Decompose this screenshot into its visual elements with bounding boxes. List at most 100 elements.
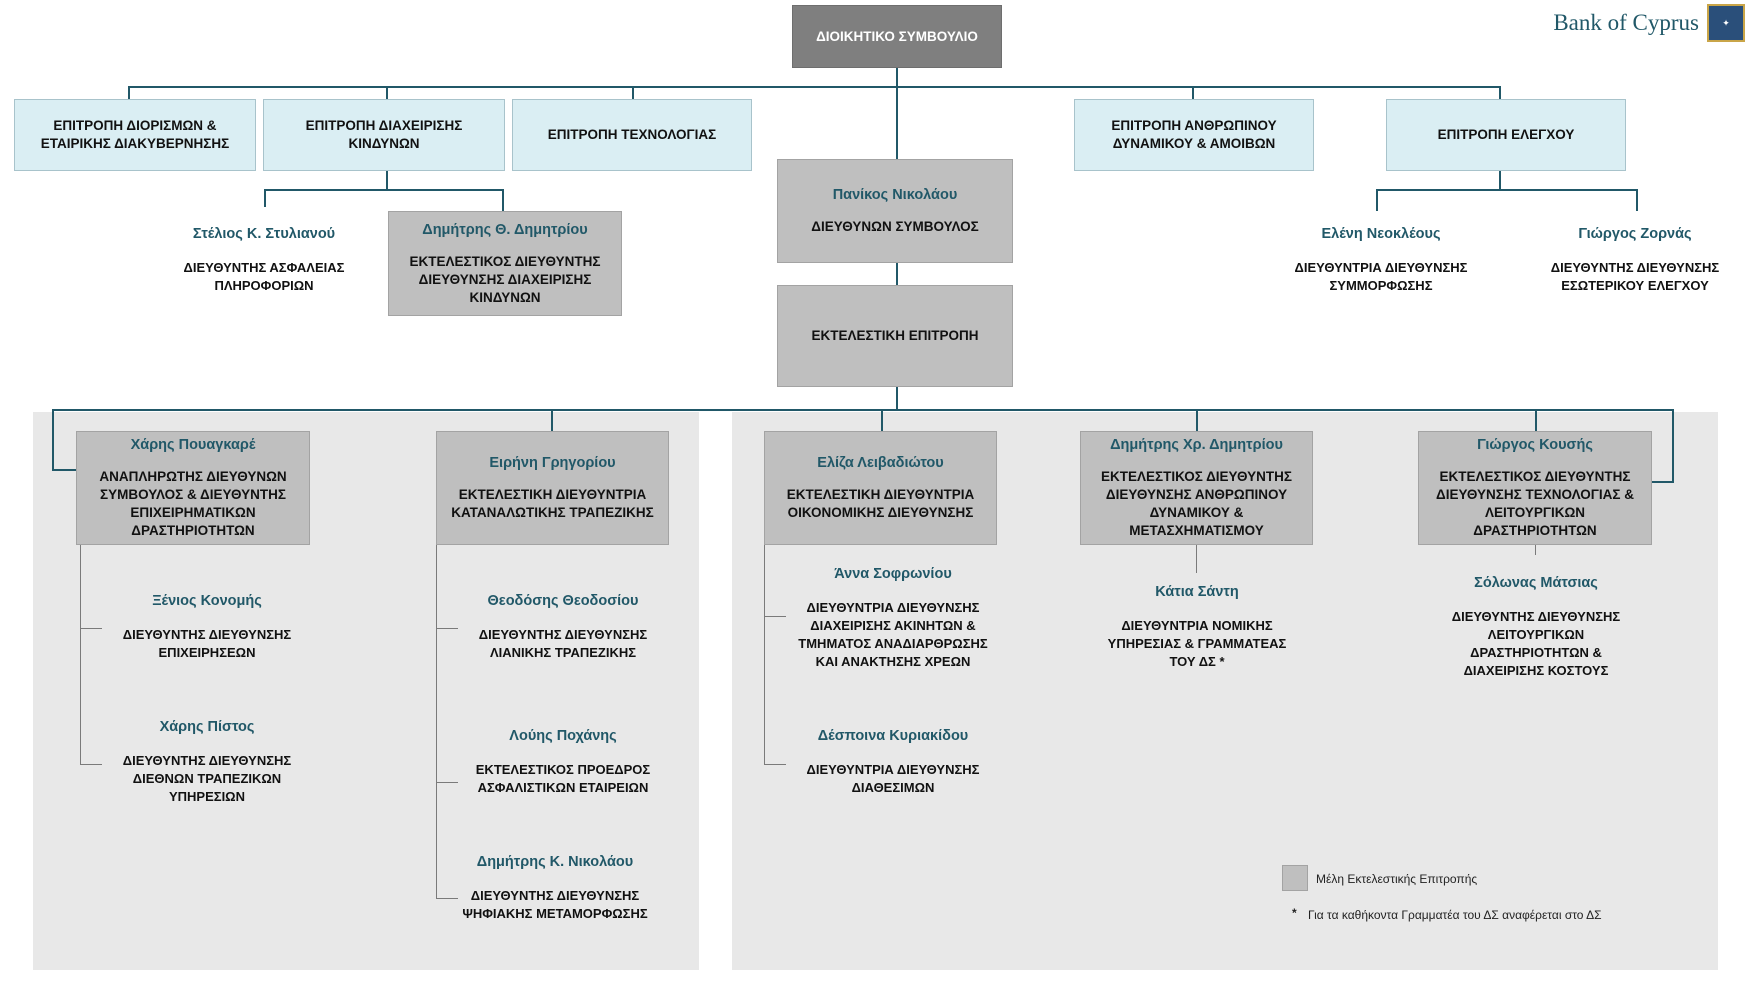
person-neokleous[interactable]: Ελένη Νεοκλέους ΔΙΕΥΘΥΝΤΡΙΑ ΔΙΕΥΘΥΝΣΗΣ Σ… bbox=[1276, 225, 1486, 295]
person-name: Ελένη Νεοκλέους bbox=[1321, 226, 1441, 242]
connector bbox=[264, 189, 266, 207]
person-name: Γιώργος Κουσής bbox=[1477, 437, 1593, 453]
footnote-text: Για τα καθήκοντα Γραμματέα του ΔΣ αναφέρ… bbox=[1308, 908, 1602, 922]
board-box[interactable]: ΔΙΟΙΚΗΤΙΚΟ ΣΥΜΒΟΥΛΙΟ bbox=[792, 5, 1002, 68]
ceo-box[interactable]: Πανίκος Νικολάου ΔΙΕΥΘΥΝΩΝ ΣΥΜΒΟΥΛΟΣ bbox=[777, 159, 1013, 263]
report-line bbox=[764, 764, 786, 765]
connector bbox=[52, 409, 54, 471]
legend-swatch bbox=[1282, 865, 1308, 891]
bank-emblem-icon: ✦ bbox=[1707, 4, 1745, 42]
person-santi[interactable]: Κάτια Σάντη ΔΙΕΥΘΥΝΤΡΙΑ ΝΟΜΙΚΗΣ ΥΠΗΡΕΣΙΑ… bbox=[1094, 583, 1300, 671]
connector bbox=[264, 189, 504, 191]
person-title: ΕΚΤΕΛΕΣΤΙΚΟΣ ΔΙΕΥΘΥΝΤΗΣ ΔΙΕΥΘΥΝΣΗΣ ΤΕΧΝΟ… bbox=[1435, 469, 1635, 538]
person-name: Στέλιος Κ. Στυλιανού bbox=[192, 226, 336, 242]
committee-hr[interactable]: ΕΠΙΤΡΟΠΗ ΑΝΘΡΩΠΙΝΟΥ ΔΥΝΑΜΙΚΟΥ & ΑΜΟΙΒΩΝ bbox=[1074, 99, 1314, 171]
person-pistos[interactable]: Χάρης Πίστος ΔΙΕΥΘΥΝΤΗΣ ΔΙΕΥΘΥΝΣΗΣ ΔΙΕΘΝ… bbox=[106, 718, 308, 806]
legend-label: Μέλη Εκτελεστικής Επιτροπής bbox=[1316, 872, 1478, 886]
report-line bbox=[80, 764, 102, 765]
committee-technology[interactable]: ΕΠΙΤΡΟΠΗ ΤΕΧΝΟΛΟΓΙΑΣ bbox=[512, 99, 752, 171]
person-name: Δημήτρης Χρ. Δημητρίου bbox=[1110, 437, 1283, 453]
person-title: ΔΙΕΥΘΥΝΤΗΣ ΔΙΕΥΘΥΝΣΗΣ ΛΕΙΤΟΥΡΓΙΚΩΝ ΔΡΑΣΤ… bbox=[1451, 609, 1621, 678]
person-name: Θεοδόσης Θεοδοσίου bbox=[487, 593, 639, 609]
committee-nominations[interactable]: ΕΠΙΤΡΟΠΗ ΔΙΟΡΙΣΜΩΝ & ΕΤΑΙΡΙΚΗΣ ΔΙΑΚΥΒΕΡΝ… bbox=[14, 99, 256, 171]
person-title: ΔΙΕΥΘΥΝΤΗΣ ΑΣΦΑΛΕΙΑΣ ΠΛΗΡΟΦΟΡΙΩΝ bbox=[183, 260, 345, 293]
bank-logo: Bank of Cyprus ✦ bbox=[1553, 4, 1745, 42]
exco-member-dimitriou-hr[interactable]: Δημήτρης Χρ. Δημητρίου ΕΚΤΕΛΕΣΤΙΚΟΣ ΔΙΕΥ… bbox=[1080, 431, 1313, 545]
person-name: Δημήτρης Κ. Νικολάου bbox=[476, 854, 634, 870]
person-name: Ξένιος Κονομής bbox=[152, 593, 262, 609]
person-title: ΕΚΤΕΛΕΣΤΙΚΗ ΔΙΕΥΘΥΝΤΡΙΑ ΚΑΤΑΝΑΛΩΤΙΚΗΣ ΤΡ… bbox=[451, 487, 654, 520]
connector bbox=[632, 86, 634, 99]
person-zornas[interactable]: Γιώργος Ζορνάς ΔΙΕΥΘΥΝΤΗΣ ΔΙΕΥΘΥΝΣΗΣ ΕΣΩ… bbox=[1530, 225, 1740, 295]
report-line bbox=[436, 898, 458, 899]
person-sofroniou[interactable]: Άννα Σοφρωνίου ΔΙΕΥΘΥΝΤΡΙΑ ΔΙΕΥΘΥΝΣΗΣ ΔΙ… bbox=[790, 565, 996, 671]
connector bbox=[502, 189, 504, 211]
connector bbox=[1499, 86, 1501, 99]
report-line bbox=[80, 628, 102, 629]
connector bbox=[128, 86, 1501, 88]
exco-member-kousis[interactable]: Γιώργος Κουσής ΕΚΤΕΛΕΣΤΙΚΟΣ ΔΙΕΥΘΥΝΤΗΣ Δ… bbox=[1418, 431, 1652, 545]
connector bbox=[896, 387, 898, 409]
person-title: ΔΙΕΥΘΥΝΤΡΙΑ ΔΙΕΥΘΥΝΣΗΣ ΣΥΜΜΟΡΦΩΣΗΣ bbox=[1294, 260, 1468, 293]
connector bbox=[1192, 86, 1194, 99]
connector bbox=[1535, 409, 1537, 431]
connector bbox=[881, 409, 883, 431]
board-title: ΔΙΟΙΚΗΤΙΚΟ ΣΥΜΒΟΥΛΙΟ bbox=[816, 28, 978, 44]
logo-text: Bank of Cyprus bbox=[1553, 10, 1699, 35]
person-stylianou[interactable]: Στέλιος Κ. Στυλιανού ΔΙΕΥΘΥΝΤΗΣ ΑΣΦΑΛΕΙΑ… bbox=[164, 225, 364, 295]
committee-title: ΕΠΙΤΡΟΠΗ ΑΝΘΡΩΠΙΝΟΥ ΔΥΝΑΜΙΚΟΥ & ΑΜΟΙΒΩΝ bbox=[1111, 118, 1277, 151]
exco-member-leivadiotou[interactable]: Ελίζα Λειβαδιώτου ΕΚΤΕΛΕΣΤΙΚΗ ΔΙΕΥΘΥΝΤΡΙ… bbox=[764, 431, 997, 545]
connector bbox=[1672, 409, 1674, 483]
connector bbox=[551, 409, 553, 431]
ceo-name: Πανίκος Νικολάου bbox=[832, 187, 958, 203]
person-title: ΔΙΕΥΘΥΝΤΗΣ ΔΙΕΥΘΥΝΣΗΣ ΨΗΦΙΑΚΗΣ ΜΕΤΑΜΟΡΦΩ… bbox=[462, 888, 648, 921]
person-kyriakidou[interactable]: Δέσποινα Κυριακίδου ΔΙΕΥΘΥΝΤΡΙΑ ΔΙΕΥΘΥΝΣ… bbox=[790, 727, 996, 797]
person-title: ΕΚΤΕΛΕΣΤΙΚΟΣ ΠΡΟΕΔΡΟΣ ΑΣΦΑΛΙΣΤΙΚΩΝ ΕΤΑΙΡ… bbox=[475, 762, 651, 795]
footnote-marker: * bbox=[1292, 906, 1297, 920]
committee-title: ΕΠΙΤΡΟΠΗ ΕΛΕΓΧΟΥ bbox=[1437, 127, 1575, 142]
person-title: ΕΚΤΕΛΕΣΤΙΚΟΣ ΔΙΕΥΘΥΝΤΗΣ ΔΙΕΥΘΥΝΣΗΣ ΑΝΘΡΩ… bbox=[1100, 469, 1293, 538]
exco-title: ΕΚΤΕΛΕΣΤΙΚΗ ΕΠΙΤΡΟΠΗ bbox=[811, 328, 979, 343]
person-title: ΔΙΕΥΘΥΝΤΡΙΑ ΔΙΕΥΘΥΝΣΗΣ ΔΙΑΘΕΣΙΜΩΝ bbox=[806, 762, 980, 795]
person-theodosiou[interactable]: Θεοδόσης Θεοδοσίου ΔΙΕΥΘΥΝΤΗΣ ΔΙΕΥΘΥΝΣΗΣ… bbox=[462, 592, 664, 662]
connector bbox=[896, 67, 898, 159]
person-name: Άννα Σοφρωνίου bbox=[834, 566, 952, 582]
committee-risk[interactable]: ΕΠΙΤΡΟΠΗ ΔΙΑΧΕΙΡΙΣΗΣ ΚΙΝΔΥΝΩΝ bbox=[263, 99, 505, 171]
person-name: Δέσποινα Κυριακίδου bbox=[817, 728, 969, 744]
connector bbox=[1196, 409, 1198, 431]
person-nikolaou-digital[interactable]: Δημήτρης Κ. Νικολάου ΔΙΕΥΘΥΝΤΗΣ ΔΙΕΥΘΥΝΣ… bbox=[450, 853, 660, 923]
report-line bbox=[80, 545, 81, 765]
report-line bbox=[764, 535, 765, 765]
person-dimitriou-risk[interactable]: Δημήτρης Θ. Δημητρίου ΕΚΤΕΛΕΣΤΙΚΟΣ ΔΙΕΥΘ… bbox=[388, 211, 622, 316]
person-pochanis[interactable]: Λούης Ποχάνης ΕΚΤΕΛΕΣΤΙΚΟΣ ΠΡΟΕΔΡΟΣ ΑΣΦΑ… bbox=[462, 727, 664, 797]
person-matsias[interactable]: Σόλωνας Μάτσιας ΔΙΕΥΘΥΝΤΗΣ ΔΙΕΥΘΥΝΣΗΣ ΛΕ… bbox=[1430, 574, 1642, 680]
exco-box[interactable]: ΕΚΤΕΛΕΣΤΙΚΗ ΕΠΙΤΡΟΠΗ bbox=[777, 285, 1013, 387]
exco-member-grigoriou[interactable]: Ειρήνη Γρηγορίου ΕΚΤΕΛΕΣΤΙΚΗ ΔΙΕΥΘΥΝΤΡΙΑ… bbox=[436, 431, 669, 545]
person-title: ΔΙΕΥΘΥΝΤΗΣ ΔΙΕΥΘΥΝΣΗΣ ΕΣΩΤΕΡΙΚΟΥ ΕΛΕΓΧΟΥ bbox=[1550, 260, 1720, 293]
report-line bbox=[436, 782, 458, 783]
committee-title: ΕΠΙΤΡΟΠΗ ΔΙΑΧΕΙΡΙΣΗΣ ΚΙΝΔΥΝΩΝ bbox=[305, 118, 463, 151]
person-name: Λούης Ποχάνης bbox=[509, 728, 617, 744]
person-title: ΔΙΕΥΘΥΝΤΗΣ ΔΙΕΥΘΥΝΣΗΣ ΕΠΙΧΕΙΡΗΣΕΩΝ bbox=[122, 627, 292, 660]
connector bbox=[386, 86, 388, 99]
connector bbox=[1499, 171, 1501, 189]
connector bbox=[52, 409, 1674, 411]
person-name: Χάρης Πουαγκαρέ bbox=[130, 437, 256, 453]
person-name: Σόλωνας Μάτσιας bbox=[1474, 575, 1598, 591]
person-konomis[interactable]: Ξένιος Κονομής ΔΙΕΥΘΥΝΤΗΣ ΔΙΕΥΘΥΝΣΗΣ ΕΠΙ… bbox=[106, 592, 308, 662]
ceo-title: ΔΙΕΥΘΥΝΩΝ ΣΥΜΒΟΥΛΟΣ bbox=[811, 219, 979, 234]
person-title: ΔΙΕΥΘΥΝΤΗΣ ΔΙΕΥΘΥΝΣΗΣ ΛΙΑΝΙΚΗΣ ΤΡΑΠΕΖΙΚΗ… bbox=[478, 627, 648, 660]
person-name: Κάτια Σάντη bbox=[1155, 584, 1239, 600]
report-line bbox=[436, 628, 458, 629]
person-name: Χάρης Πίστος bbox=[159, 719, 255, 735]
connector bbox=[386, 171, 388, 189]
person-name: Ειρήνη Γρηγορίου bbox=[489, 455, 616, 471]
connector bbox=[896, 263, 898, 285]
committee-audit[interactable]: ΕΠΙΤΡΟΠΗ ΕΛΕΓΧΟΥ bbox=[1386, 99, 1626, 171]
exco-member-pouagkare[interactable]: Χάρης Πουαγκαρέ ΑΝΑΠΛΗΡΩΤΗΣ ΔΙΕΥΘΥΝΩΝ ΣΥ… bbox=[76, 431, 310, 545]
person-title: ΕΚΤΕΛΕΣΤΙΚΟΣ ΔΙΕΥΘΥΝΤΗΣ ΔΙΕΥΘΥΝΣΗΣ ΔΙΑΧΕ… bbox=[409, 253, 601, 305]
connector bbox=[128, 86, 130, 99]
person-title: ΔΙΕΥΘΥΝΤΗΣ ΔΙΕΥΘΥΝΣΗΣ ΔΙΕΘΝΩΝ ΤΡΑΠΕΖΙΚΩΝ… bbox=[122, 753, 292, 804]
report-line bbox=[764, 616, 786, 617]
person-title: ΔΙΕΥΘΥΝΤΡΙΑ ΔΙΕΥΘΥΝΣΗΣ ΔΙΑΧΕΙΡΙΣΗΣ ΑΚΙΝΗ… bbox=[798, 600, 988, 669]
